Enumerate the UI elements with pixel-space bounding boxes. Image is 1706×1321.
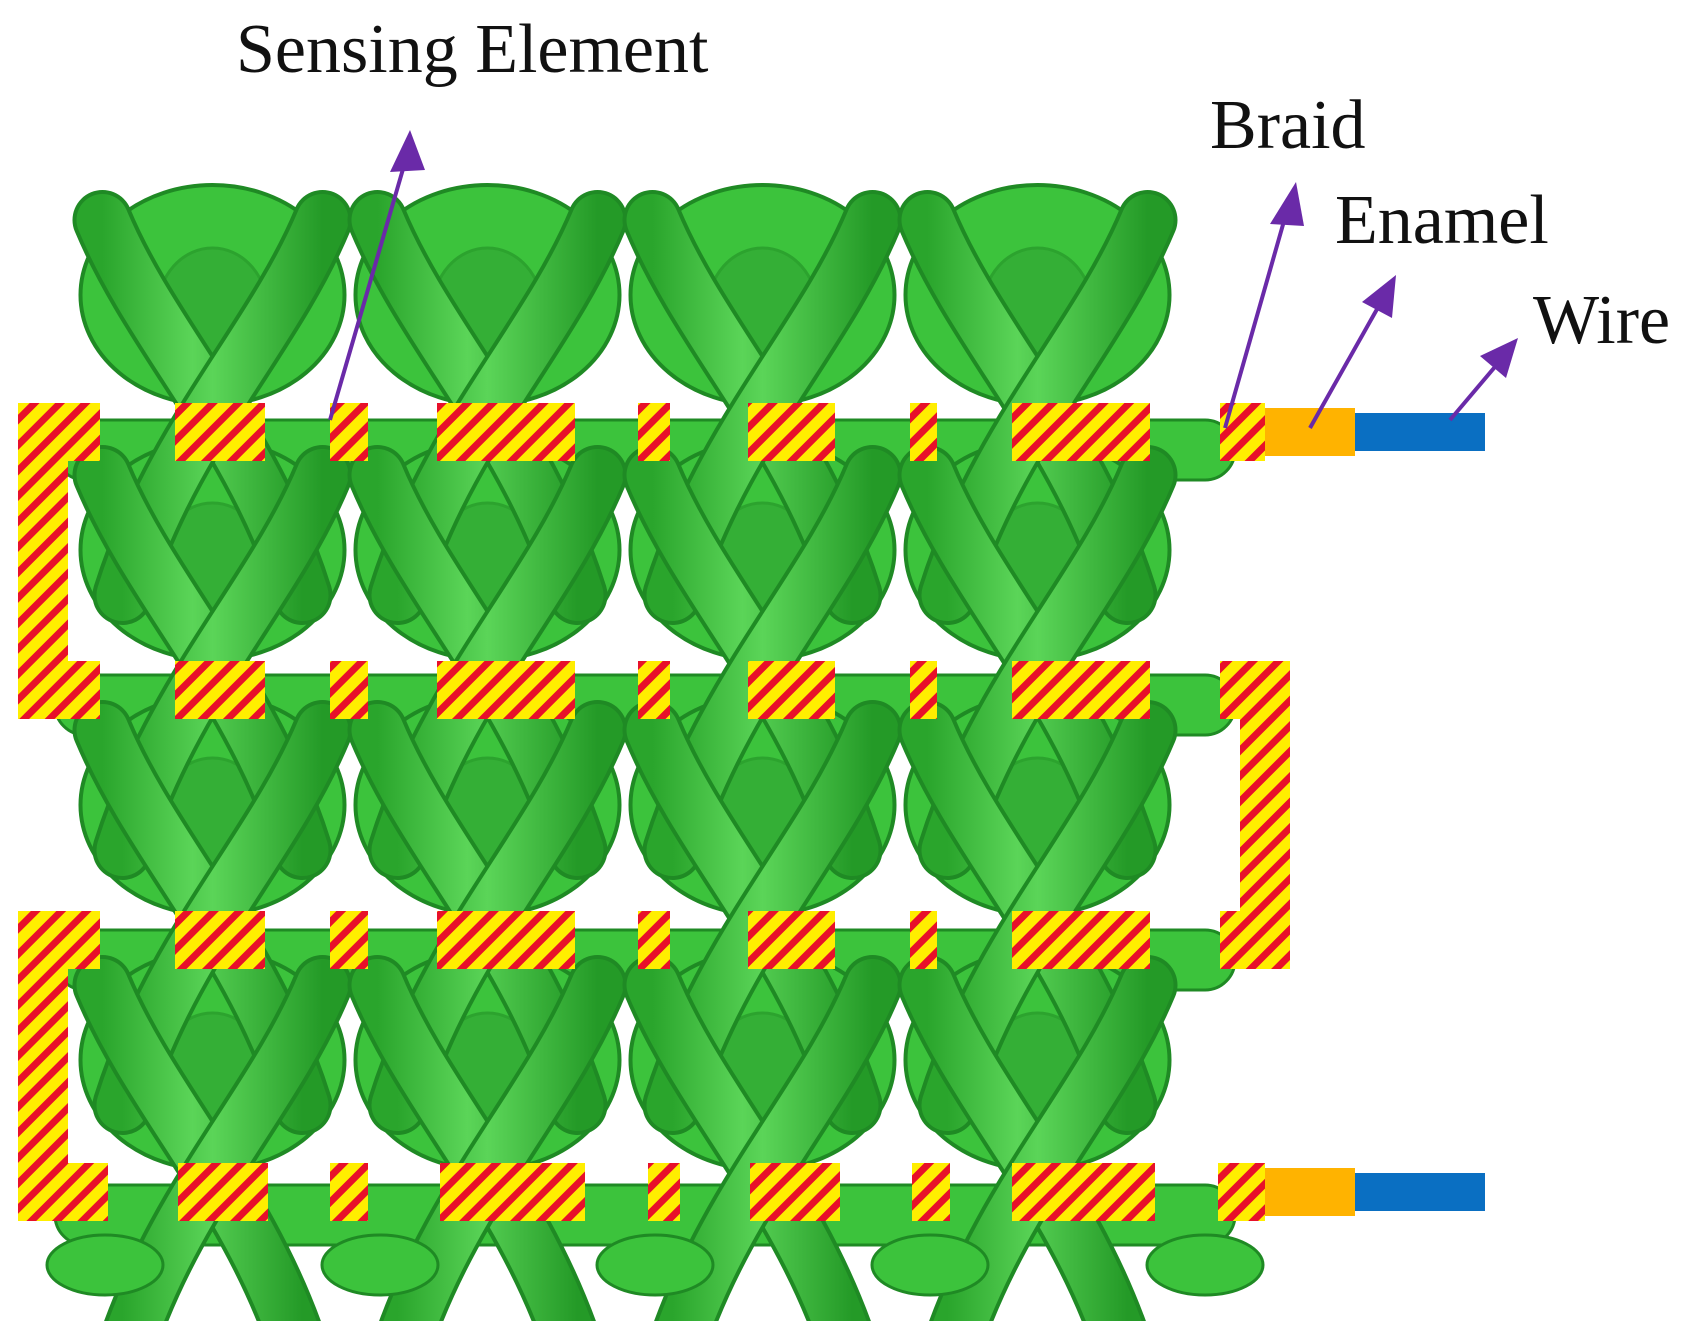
braid-segment [437,661,575,719]
braid-segment [437,403,575,461]
fabric-foot [595,1233,715,1297]
braid-arrowhead [1270,182,1304,226]
annotations [328,130,1518,429]
braid-segment [748,661,835,719]
braid-segment [1012,661,1150,719]
sensing-element-arrow [328,144,412,421]
fabric-leg-right [658,959,899,1321]
fabric-foot [45,1233,165,1297]
braid-segment [175,403,265,461]
braid-segment [910,661,937,719]
braid-segment [440,1163,585,1221]
fabric-foot [870,1233,990,1297]
braid-segment [1012,1163,1155,1221]
fabric-leg-right [108,959,349,1321]
fabric-leg-right [383,959,624,1321]
fabric-foot [1145,1233,1265,1297]
enamel-arrowhead [1362,275,1396,318]
braid-segment [748,403,835,461]
enamel-arrow [1308,294,1387,429]
enamel-label: Enamel [1335,182,1549,259]
braid-segment [22,911,100,969]
braid-arrow [1223,199,1292,429]
braid-segment [330,403,368,461]
braid-segment [1220,911,1265,969]
braid-segment [1220,661,1260,719]
fabric-foot [320,1233,440,1297]
braid-segment [638,661,670,719]
braid-segment [175,911,265,969]
braid-segment [22,1163,108,1221]
braid-segment [178,1163,268,1221]
braid-segment [748,911,835,969]
knitted-fabric [45,183,1265,1321]
wire-arrowhead [1480,338,1518,378]
braid-segment [638,403,670,461]
sensing-element-label: Sensing Element [236,11,709,88]
enamel-bottom [1265,1168,1355,1216]
braid-label: Braid [1210,87,1366,164]
braid-segment [330,911,368,969]
wire-label: Wire [1533,282,1670,359]
braid-segment [437,911,575,969]
wire-bottom [1355,1173,1485,1211]
braid-segment [648,1163,680,1221]
braid-segment [22,661,100,719]
braid-segment [750,1163,840,1221]
braid-segment [638,911,670,969]
braid-segment [330,1163,368,1221]
braid-segment [910,911,937,969]
braid-segment [910,403,937,461]
braid-segment [22,403,100,461]
braid-segment [1012,403,1150,461]
enamel-top [1265,408,1355,456]
braid-segment [330,661,368,719]
sensing-conductor [18,403,1485,1221]
braid-segment [912,1163,950,1221]
braid-segment [1218,1163,1265,1221]
sensing-element-arrowhead [390,130,425,172]
fabric-leg-right [933,959,1174,1321]
braid-segment [1012,911,1150,969]
braid-segment [1220,403,1265,461]
braid-segment [175,661,265,719]
wire-top [1355,413,1485,451]
